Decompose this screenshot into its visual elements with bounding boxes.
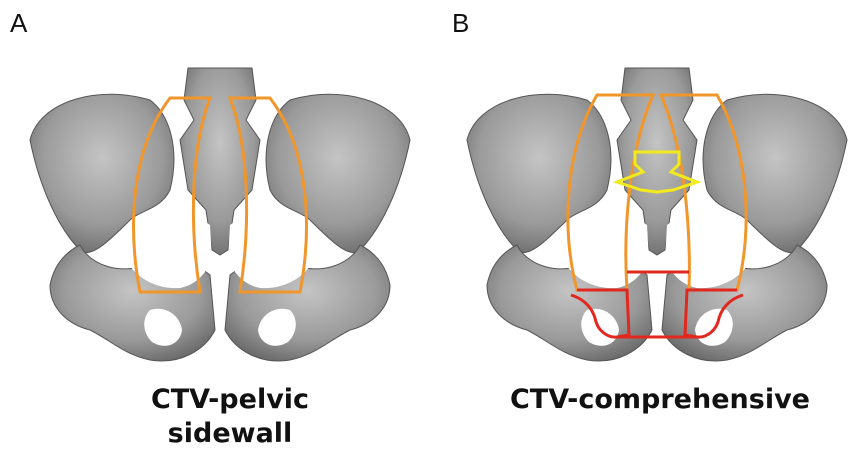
pelvis-illustration-b <box>457 60 855 375</box>
panel-b-label: B <box>452 8 469 39</box>
caption-a-line2: sidewall <box>60 417 400 451</box>
pelvis-bones <box>467 68 847 361</box>
pelvis-illustration-a <box>20 60 420 375</box>
caption-ctv-comprehensive: CTV-comprehensive <box>470 383 850 417</box>
caption-ctv-pelvic-sidewall: CTV-pelvic sidewall <box>60 383 400 451</box>
panel-a-label: A <box>10 8 27 39</box>
pelvis-bones <box>30 68 410 361</box>
caption-a-line1: CTV-pelvic <box>60 383 400 417</box>
